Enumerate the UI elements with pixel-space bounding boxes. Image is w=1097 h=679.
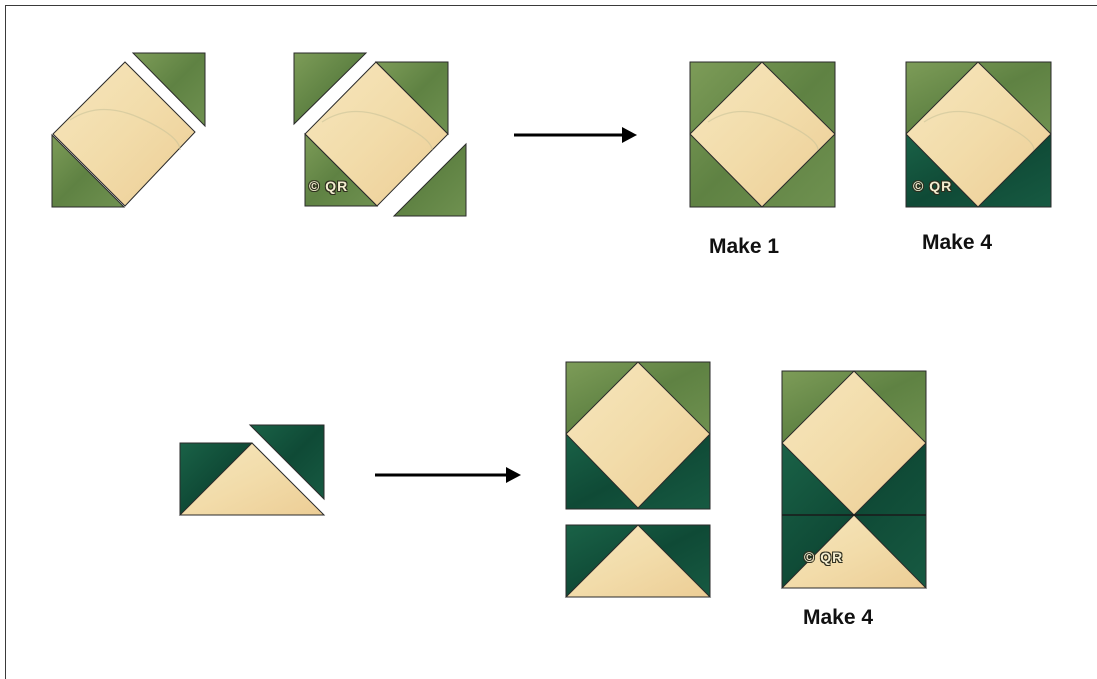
step2-upper-block [565, 361, 711, 510]
cream-triangle [564, 524, 712, 598]
cream-square [565, 361, 711, 509]
copyright-watermark: © QR [804, 549, 844, 565]
cream-triangle [178, 442, 326, 516]
cream-square [52, 61, 196, 207]
cream-square [905, 61, 1052, 208]
step1-result-make-1-block [689, 61, 836, 208]
step2-result-make-4-unit [780, 370, 928, 589]
cream-triangle [780, 514, 928, 589]
corner-triangle-top-right [374, 61, 449, 136]
step1-piece-b [293, 52, 467, 217]
copyright-watermark: © QR [913, 178, 953, 194]
caption-make-1: Make 1 [709, 235, 780, 258]
corner-triangle-top-left [293, 52, 368, 126]
caption-make-4: Make 4 [922, 231, 993, 254]
corner-triangle-bottom-left [51, 133, 126, 208]
corner-triangle-bottom-right [392, 142, 467, 217]
step1-result-make-4-block [905, 61, 1052, 208]
copyright-watermark: © QR [309, 178, 349, 194]
step2-lower-strip [564, 524, 712, 598]
corner-triangle-bottom-left [304, 132, 379, 207]
dark-triangle-detached [248, 424, 325, 501]
corner-triangle-top-right [131, 52, 206, 128]
caption-make-4: Make 4 [803, 606, 874, 629]
cream-square [689, 61, 836, 208]
step2-piece [178, 424, 326, 516]
step1-piece-a [51, 52, 206, 208]
page-border [5, 5, 1097, 679]
arrow-right-icon [514, 127, 637, 143]
arrow-right-icon [375, 467, 521, 483]
